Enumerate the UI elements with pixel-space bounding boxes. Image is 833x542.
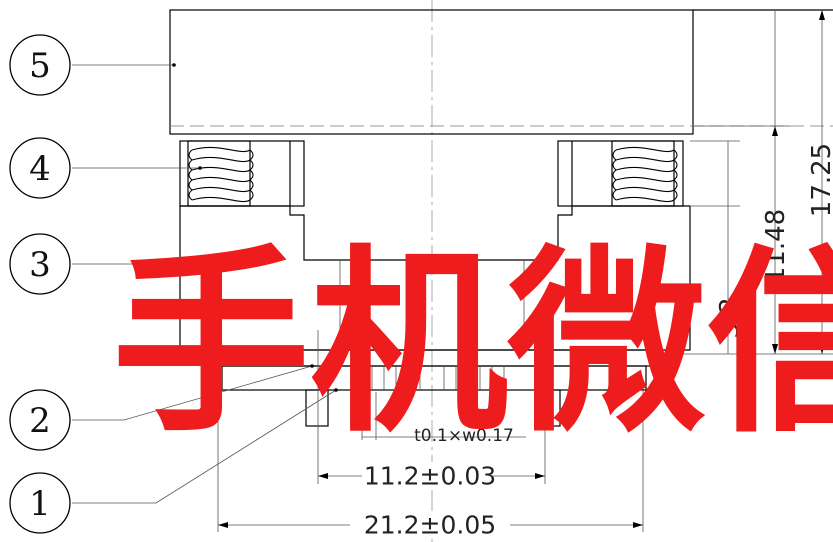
dim-height-total-label: 17.25: [807, 143, 833, 217]
spring-left: [188, 146, 254, 203]
dim-height-mid-label: 11.48: [761, 209, 791, 283]
dim-inner-width: 11.2±0.03: [317, 330, 546, 491]
balloon-2: 2: [9, 389, 71, 451]
part-1-locating-pins: [305, 389, 561, 427]
balloon-3: 3: [9, 233, 71, 295]
balloon-5-label: 5: [29, 46, 51, 86]
balloon-3-label: 3: [29, 245, 51, 285]
dim-overall-width: 21.2±0.05: [217, 380, 644, 540]
balloon-1-label: 1: [29, 484, 51, 524]
watermark-text: 手机微信: [112, 226, 833, 459]
part-4-springs: [179, 140, 684, 207]
leader-lines: [72, 63, 338, 504]
spring-right: [612, 146, 678, 203]
balloon-5: 5: [9, 34, 71, 96]
dim-overall-width-label: 21.2±0.05: [364, 511, 496, 540]
balloon-4: 4: [9, 137, 71, 199]
dim-inner-width-label: 11.2±0.03: [364, 462, 496, 491]
balloon-2-label: 2: [29, 401, 51, 441]
dim-height-total: 17.25: [807, 10, 833, 354]
part-3-housing: [179, 141, 691, 351]
dim-height-mid: 11.48: [662, 10, 833, 355]
dim-pin-spec-label: t0.1×w0.17: [414, 426, 514, 446]
dim-height-small-label: 3.2: [715, 297, 745, 338]
dim-pin-spec: t0.1×w0.17: [361, 392, 526, 446]
part-2-pin-row: [205, 349, 663, 391]
balloon-4-label: 4: [29, 149, 51, 189]
balloon-1: 1: [9, 472, 71, 534]
dim-height-small: 3.2: [690, 140, 745, 354]
part-5-top-block: [169, 9, 833, 135]
